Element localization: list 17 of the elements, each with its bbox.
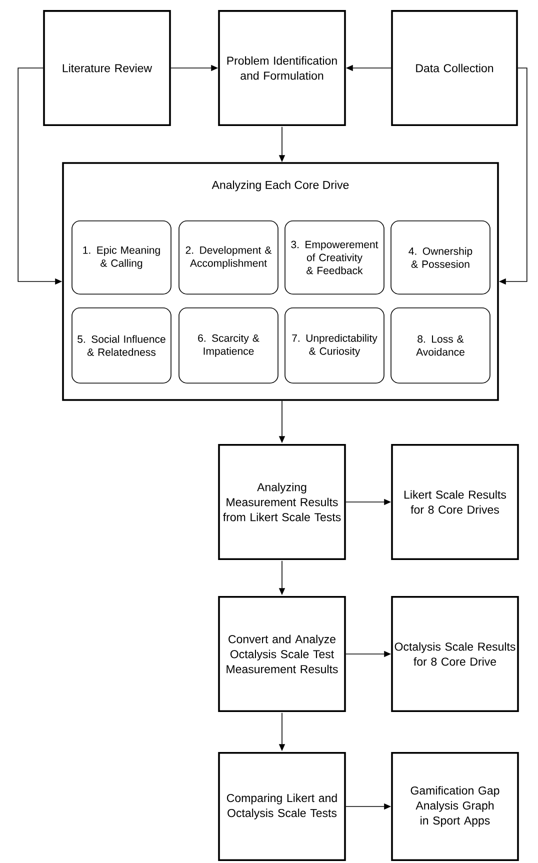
drive-box: 3. Empowerement of Creativity & Feedback bbox=[284, 220, 384, 294]
process-box: Octalysis Scale Results for 8 Core Drive bbox=[391, 596, 519, 712]
process-box: Problem Identification and Formulation bbox=[218, 10, 346, 126]
drive-box: 8. Loss & Avoidance bbox=[390, 308, 490, 384]
process-box: Literature Review bbox=[43, 10, 171, 126]
process-box: Comparing Likert and Octalysis Scale Tests bbox=[218, 752, 346, 861]
process-box: Likert Scale Results for 8 Core Drives bbox=[391, 444, 519, 560]
drive-box: 2. Development & Accomplishment bbox=[178, 220, 278, 294]
drive-box: 1. Epic Meaning & Calling bbox=[72, 220, 172, 294]
process-box: Convert and Analyze Octalysis Scale Test Measurement Results bbox=[218, 596, 346, 712]
drive-box: 6. Scarcity & Impatience bbox=[178, 308, 278, 384]
process-box: Gamification Gap Analysis Graph in Sport Apps bbox=[391, 752, 519, 861]
drive-box: 4. Ownership & Possesion bbox=[390, 220, 490, 294]
process-box: Data Collection bbox=[391, 10, 518, 126]
drive-box: 7. Unpredictability & Curiosity bbox=[284, 308, 384, 384]
drive-box: 5. Social Influence & Relatedness bbox=[72, 308, 172, 384]
process-box: Analyzing Measurement Results from Likert Scale Tests bbox=[218, 444, 346, 560]
